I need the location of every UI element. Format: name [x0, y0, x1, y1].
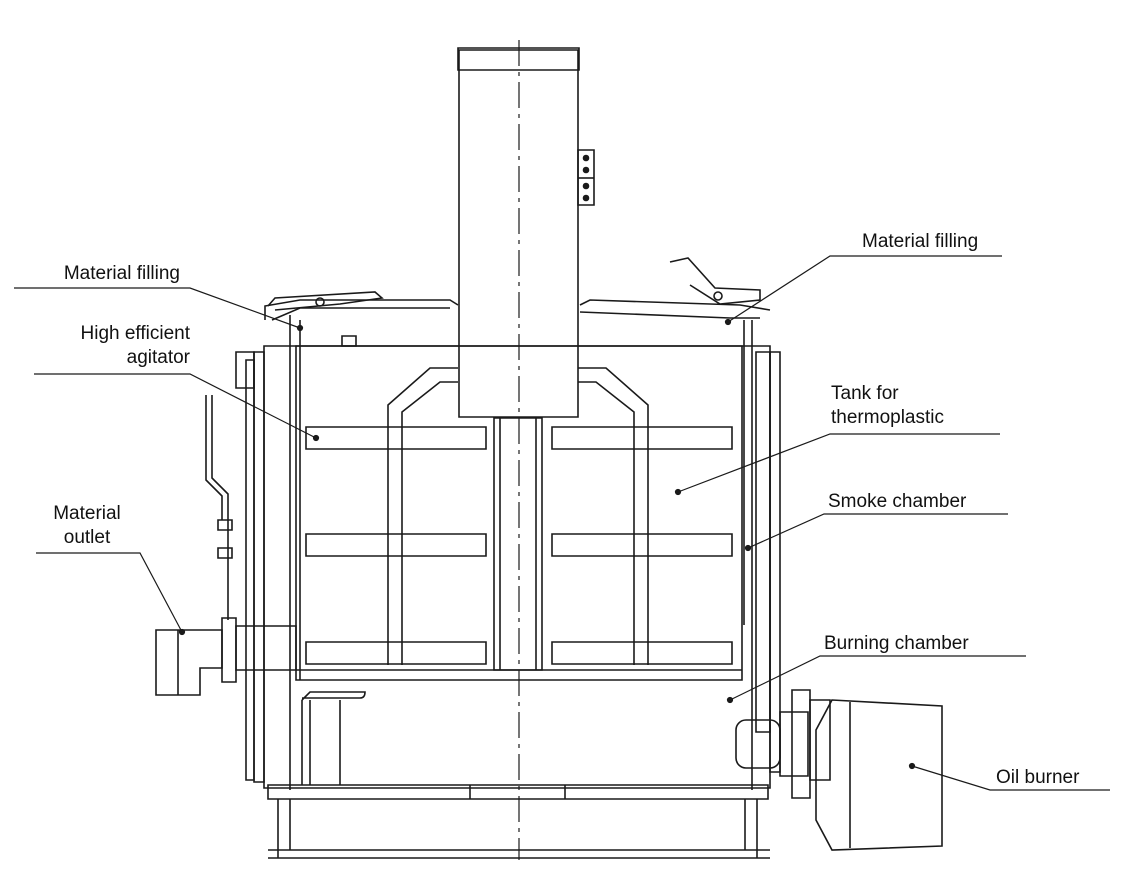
burning-chamber-body	[268, 692, 770, 858]
label-tank-line1: Tank for	[831, 383, 899, 404]
material-outlet-pipe	[156, 395, 296, 695]
label-material-outlet: Material outlet	[34, 502, 140, 550]
label-agitator-line2: agitator	[126, 347, 190, 368]
leader-lines	[14, 256, 1110, 790]
agitator	[306, 368, 732, 670]
outer-body	[236, 315, 780, 790]
label-tank-line2: thermoplastic	[831, 407, 944, 428]
chimney	[458, 40, 594, 860]
label-material-filling-left: Material filling	[63, 263, 180, 284]
label-material-filling-right: Material filling	[862, 231, 979, 252]
label-oil-burner: Oil burner	[996, 767, 1080, 788]
label-tank: Tank for thermoplastic	[831, 382, 944, 430]
label-material-outlet-line2: outlet	[63, 527, 111, 548]
label-burning-chamber: Burning chamber	[824, 633, 969, 654]
label-smoke-chamber: Smoke chamber	[828, 491, 967, 512]
oil-burner	[736, 690, 942, 850]
label-material-outlet-line1: Material	[53, 503, 121, 524]
label-agitator: High efficient agitator	[30, 322, 191, 370]
label-agitator-line1: High efficient	[80, 323, 191, 344]
top-lids	[265, 258, 770, 346]
